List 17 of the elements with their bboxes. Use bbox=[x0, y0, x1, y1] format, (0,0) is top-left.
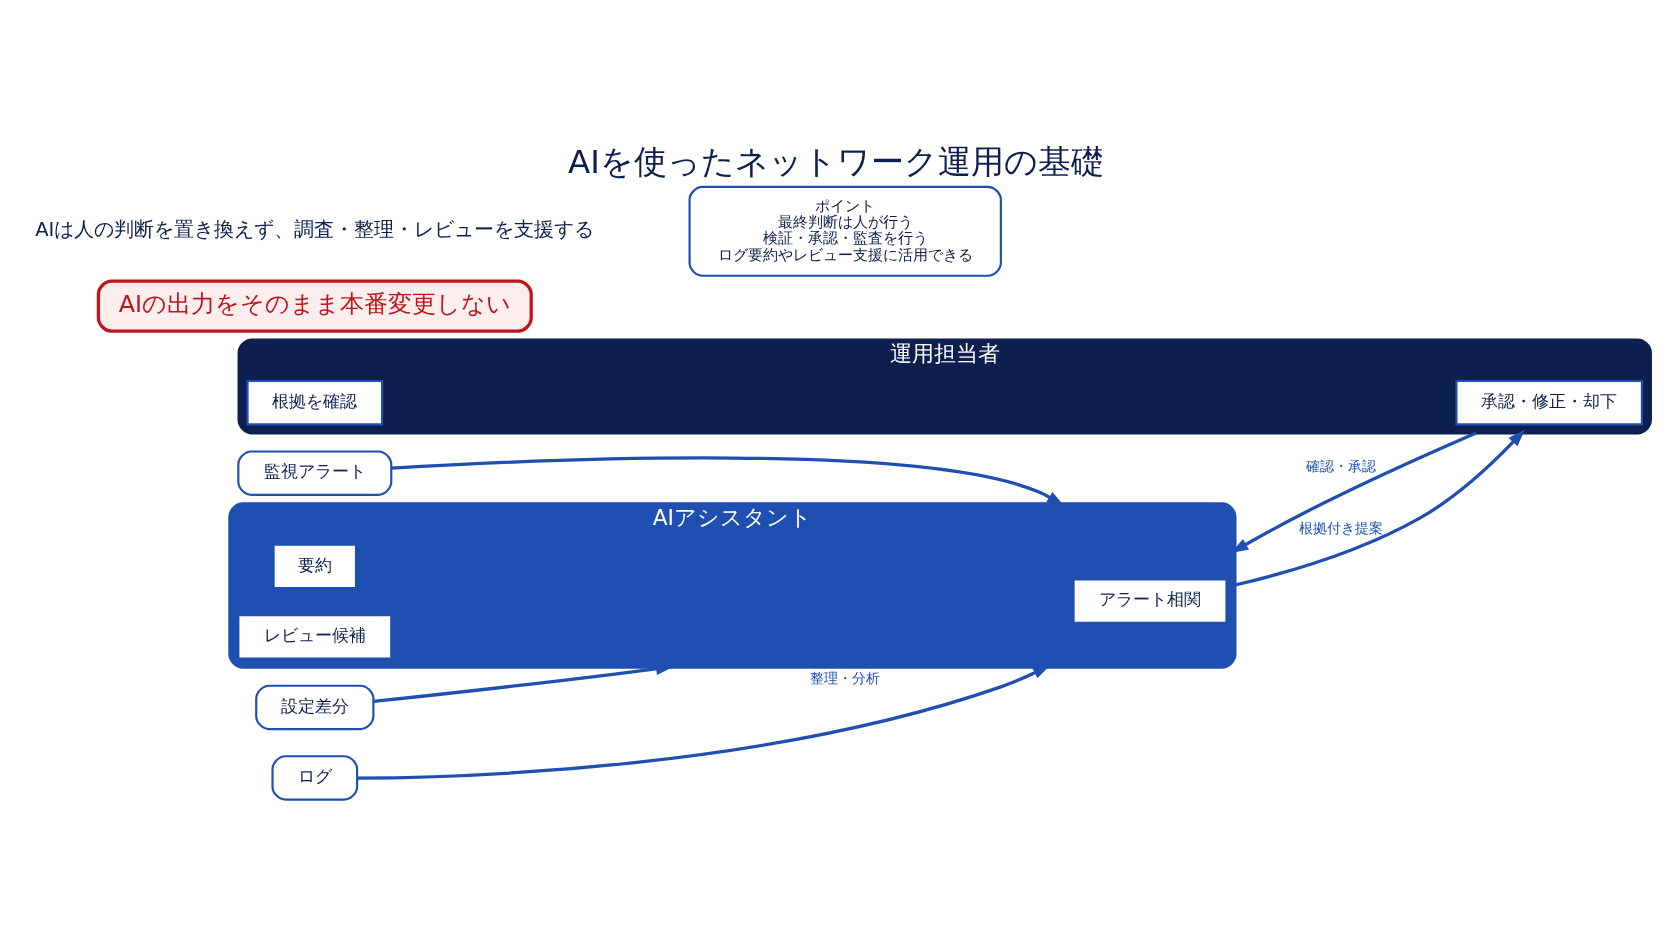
node-box: ログ bbox=[271, 754, 359, 801]
edge-label: 根拠付き提案 bbox=[1299, 519, 1384, 536]
node-box: 根拠を確認 bbox=[246, 379, 384, 425]
edge-label: 整理・分析 bbox=[810, 669, 881, 686]
node-box: 監視アラート bbox=[237, 449, 393, 496]
arrow bbox=[391, 455, 1065, 506]
node-box: 要約 bbox=[272, 543, 358, 589]
edge-label: 確認・承認 bbox=[1306, 457, 1377, 474]
node-box: レビュー候補 bbox=[237, 613, 393, 660]
node-box: AIの出力をそのまま本番変更しない bbox=[96, 279, 533, 333]
node-box: 承認・修正・却下 bbox=[1455, 379, 1643, 425]
node-box: ポイント 最終判断は人が行う 検証・承認・監査を行う ログ要約やレビュー支援に活用できる bbox=[688, 185, 1002, 277]
label: AIは人の判断を置き換えず、調査・整理・レビューを支援する bbox=[35, 217, 595, 241]
arrow bbox=[1234, 428, 1525, 587]
diagram-title: AIを使ったネットワーク運用の基礎 bbox=[568, 142, 1104, 181]
node-box: アラート相関 bbox=[1072, 577, 1228, 624]
node-box: 設定差分 bbox=[255, 684, 375, 730]
